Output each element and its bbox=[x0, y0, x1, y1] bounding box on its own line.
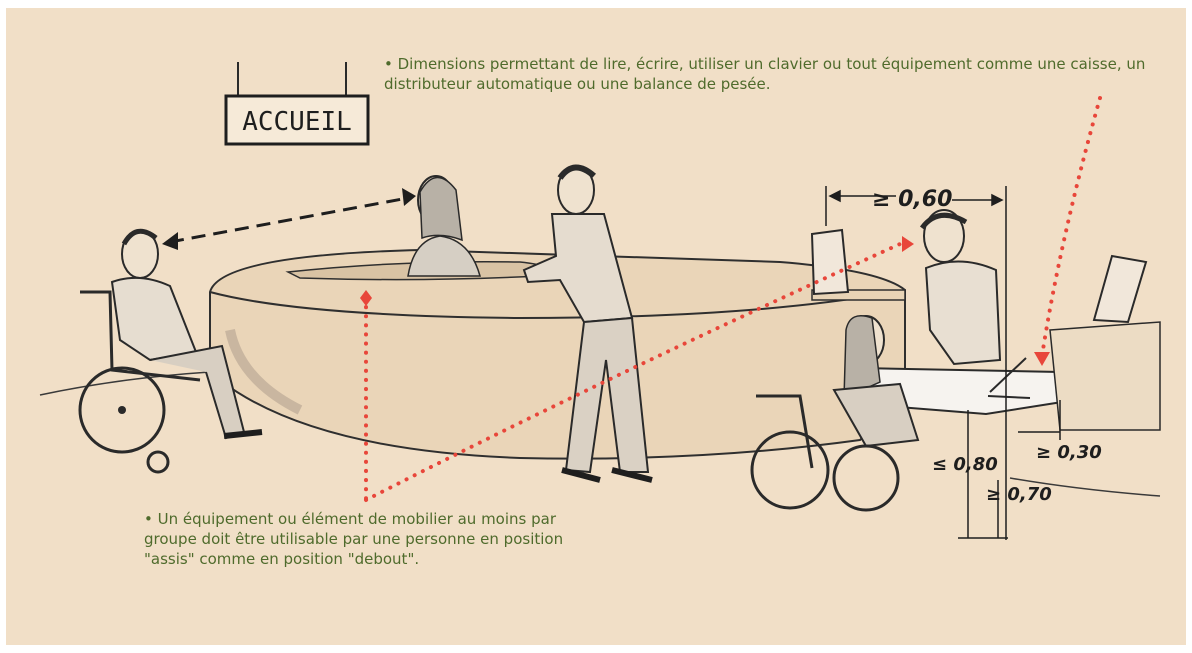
pointer-tip-counter bbox=[360, 290, 372, 306]
note-dimensions: • Dimensions permettant de lire, écrire,… bbox=[384, 55, 1146, 93]
eye-contact-arrow bbox=[162, 188, 416, 250]
accueil-sign: ACCUEIL bbox=[224, 62, 370, 146]
dimension-lines bbox=[825, 186, 1061, 540]
clerk-figure bbox=[919, 209, 1002, 366]
wheelchair-user-right bbox=[750, 315, 920, 512]
wheelchair-user-left bbox=[78, 228, 263, 474]
red-pointer-lines bbox=[364, 96, 1102, 502]
floor-line-right bbox=[1009, 477, 1161, 497]
dimension-knee-clearance: ≥ 0,70 bbox=[986, 484, 1052, 505]
pointer-tip-desk bbox=[1034, 352, 1050, 366]
standing-man-figure bbox=[522, 164, 653, 483]
dimension-height-max: ≤ 0,80 bbox=[932, 454, 998, 475]
card-terminal bbox=[1092, 254, 1148, 324]
desk-sign-card bbox=[810, 228, 850, 296]
accessible-desk bbox=[810, 228, 1161, 431]
reception-counter bbox=[209, 248, 906, 460]
dimension-depth: ≥ 0,30 bbox=[1036, 442, 1102, 463]
pointer-tip-clerk bbox=[902, 236, 914, 252]
receptionist-figure bbox=[407, 175, 481, 277]
note-seated-standing: • Un équipement ou élément de mobilier a… bbox=[144, 510, 564, 568]
sign-label: ACCUEIL bbox=[242, 107, 352, 137]
dimension-width: ≥ 0,60 bbox=[872, 187, 952, 212]
floor-line-left bbox=[39, 371, 211, 396]
